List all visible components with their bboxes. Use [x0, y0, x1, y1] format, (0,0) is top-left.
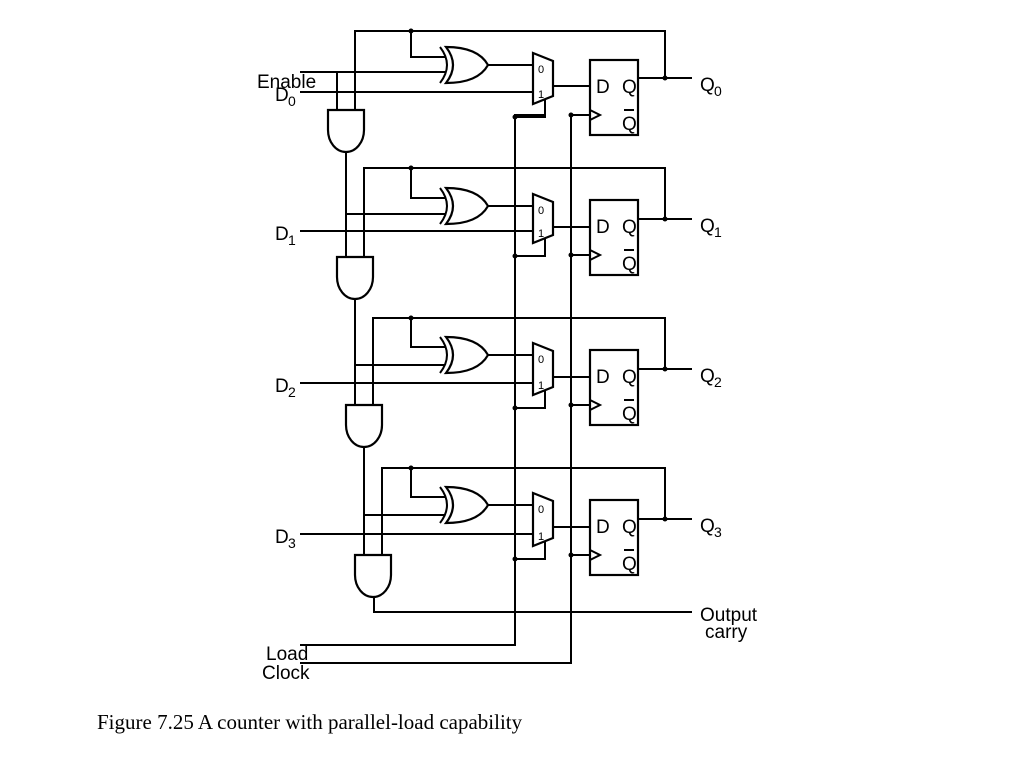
mux-in0-label-0: 0: [538, 64, 544, 76]
xor-gate-1: [443, 186, 490, 226]
load-junction-dot-1: [512, 253, 518, 259]
load-tap-wire-1: [515, 239, 546, 257]
figure-caption: Figure 7.25 A counter with parallel-load…: [97, 710, 523, 734]
d-label-2: D: [275, 376, 289, 397]
and-gate-0: [326, 108, 366, 154]
flip-flop-3: [588, 498, 640, 577]
xor-gate-back-3: [439, 486, 448, 524]
mux-in1-label-3: 1: [538, 531, 544, 543]
load-tap-wire-0: [515, 100, 546, 118]
xor-gate-2: [443, 335, 490, 375]
clock-junction-dot-2: [568, 402, 574, 408]
load-junction-dot-2: [512, 405, 518, 411]
load-tap-wire-3: [515, 542, 546, 560]
mux-1: [531, 192, 555, 245]
xor-gate-back-0: [439, 46, 448, 84]
ff-qbar-pin-2: Q: [622, 404, 637, 425]
load-junction-dot-3: [512, 556, 518, 562]
flip-flop-1: [588, 198, 640, 277]
ff-q-pin-3: Q: [622, 517, 637, 538]
clock-junction-dot-1: [568, 252, 574, 258]
mux-in1-label-1: 1: [538, 228, 544, 240]
ff-d-pin-1: D: [596, 217, 610, 238]
ff-clock-triangle-0: [589, 109, 603, 121]
flip-flop-2: [588, 348, 640, 427]
output-carry-line1: Output: [700, 605, 758, 626]
q-label-3: Q: [700, 516, 715, 537]
mux-3: [531, 491, 555, 548]
ff-q-pin-1: Q: [622, 217, 637, 238]
ff-d-pin-2: D: [596, 367, 610, 388]
and-gate-2: [344, 403, 384, 449]
q-label-0: Q: [700, 75, 715, 96]
d-subscript-0: 0: [288, 93, 296, 109]
xor-input-wire-2: [410, 318, 445, 348]
xor-gate-3: [443, 485, 490, 525]
d-subscript-1: 1: [288, 232, 296, 248]
xor-input-wire-3: [410, 468, 445, 498]
enable-label: Enable: [257, 72, 316, 93]
ff-qbar-pin-3: Q: [622, 554, 637, 575]
ff-d-pin-3: D: [596, 517, 610, 538]
mux-in1-label-0: 1: [538, 89, 544, 101]
q-subscript-2: 2: [714, 374, 722, 390]
ff-q-pin-2: Q: [622, 367, 637, 388]
mux-in1-label-2: 1: [538, 380, 544, 392]
load-junction-dot-0: [512, 114, 518, 120]
d-label-1: D: [275, 224, 289, 245]
ff-qbar-pin-0: Q: [622, 114, 637, 135]
ff-d-pin-0: D: [596, 77, 610, 98]
q-label-1: Q: [700, 216, 715, 237]
xor-gate-back-2: [439, 336, 448, 374]
ff-clock-triangle-3: [589, 549, 603, 561]
load-tap-wire-2: [515, 391, 546, 409]
junction-dot-3: [408, 465, 414, 471]
and-gate-1: [335, 255, 375, 301]
mux-0: [531, 51, 555, 106]
xor-input-wire-0: [410, 31, 445, 58]
junction-dot-1: [408, 165, 414, 171]
clock-label: Clock: [262, 663, 310, 684]
junction-dot-2: [408, 315, 414, 321]
xor-gate-back-1: [439, 187, 448, 225]
d-label-0: D: [275, 85, 289, 106]
and-gate-3: [353, 553, 393, 599]
d-subscript-3: 3: [288, 535, 296, 551]
ff-qbar-pin-1: Q: [622, 254, 637, 275]
clock-junction-dot-0: [568, 112, 574, 118]
xor-input-wire-1: [410, 168, 445, 199]
q-subscript-0: 0: [714, 83, 722, 99]
load-label: Load: [266, 644, 308, 665]
ff-clock-triangle-2: [589, 399, 603, 411]
clock-junction-dot-3: [568, 552, 574, 558]
d-subscript-2: 2: [288, 384, 296, 400]
flip-flop-0: [588, 58, 640, 137]
output-carry-line2: carry: [705, 622, 748, 643]
mux-2: [531, 341, 555, 397]
q-label-2: Q: [700, 366, 715, 387]
ff-q-pin-0: Q: [622, 77, 637, 98]
q-subscript-1: 1: [714, 224, 722, 240]
xor-gate-0: [443, 45, 490, 85]
junction-dot-0: [408, 28, 414, 34]
mux-in0-label-3: 0: [538, 504, 544, 516]
d-label-3: D: [275, 527, 289, 548]
mux-in0-label-2: 0: [538, 354, 544, 366]
ff-clock-triangle-1: [589, 249, 603, 261]
q-subscript-3: 3: [714, 524, 722, 540]
mux-in0-label-1: 0: [538, 205, 544, 217]
